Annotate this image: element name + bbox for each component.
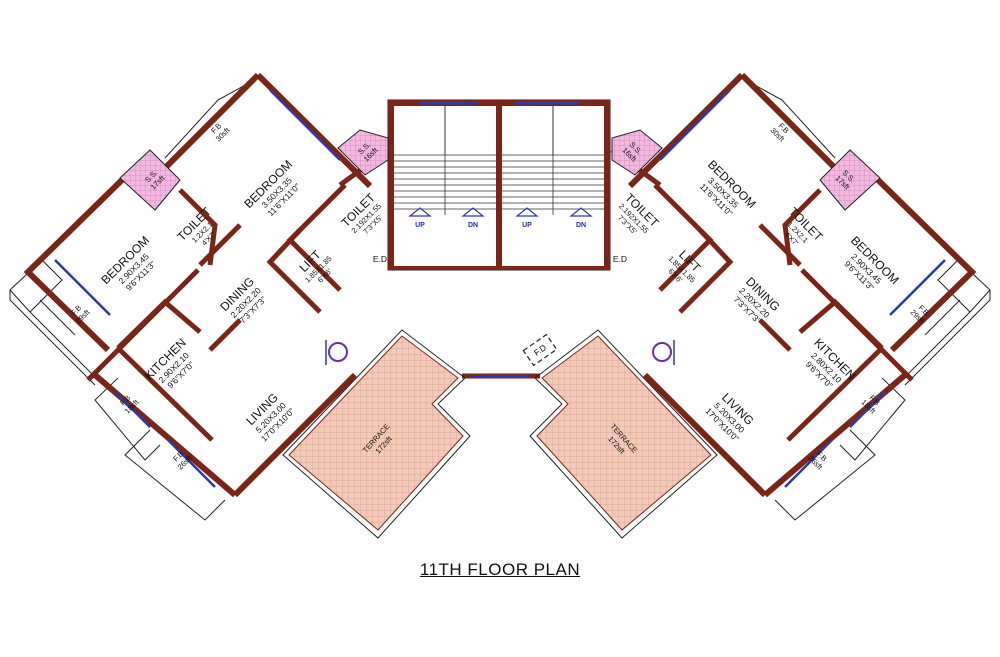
electrical-duct-label: E.D bbox=[613, 254, 627, 264]
terrace-left: TERRACE 172sft bbox=[282, 329, 471, 539]
dn-arrow-icon bbox=[461, 207, 485, 217]
stair-up-label: UP bbox=[415, 222, 425, 229]
dn-arrow-icon bbox=[569, 207, 593, 217]
up-arrow-icon bbox=[408, 207, 432, 217]
stair-up-label: UP bbox=[522, 222, 532, 229]
up-arrow-icon bbox=[515, 207, 539, 217]
stair-treads-left bbox=[394, 154, 496, 215]
left-wing bbox=[9, 72, 390, 521]
plan-title: 11TH FLOOR PLAN bbox=[419, 560, 581, 579]
fire-duct-label: F.D bbox=[532, 342, 548, 358]
electrical-duct-label: E.D bbox=[373, 254, 387, 264]
right-wing bbox=[610, 72, 991, 521]
lobby: E.D E.D F.D bbox=[373, 254, 627, 379]
stair-dn-label: DN bbox=[468, 222, 478, 229]
stair-treads-right bbox=[502, 154, 604, 215]
stair-core: UP DN UP DN bbox=[387, 99, 611, 271]
stair-dn-label: DN bbox=[576, 222, 586, 229]
terrace-right: TERRACE 172sft bbox=[529, 329, 718, 539]
